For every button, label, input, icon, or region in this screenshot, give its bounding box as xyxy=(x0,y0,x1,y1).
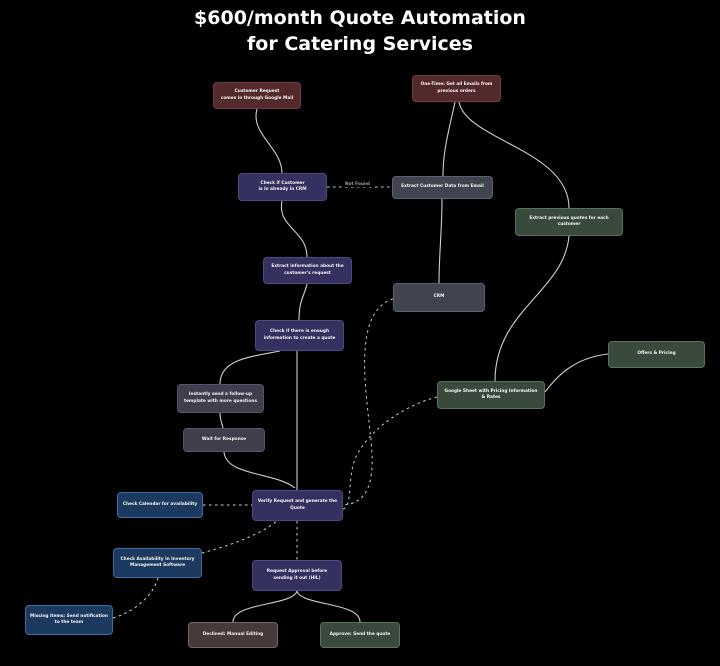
edge-extract-info-to-check-enough xyxy=(298,283,308,321)
edge-instantly-to-wait xyxy=(219,412,224,429)
edge-label-not-found: Not Found xyxy=(343,182,373,187)
edge-request-approval-to-declined xyxy=(232,590,298,623)
node-verify-request[interactable]: Verify Request and generate the Quote xyxy=(252,490,343,521)
node-missing-items[interactable]: Missing items: Send notification to the … xyxy=(25,605,113,635)
diagram-title-line1: $600/month Quote Automation xyxy=(194,7,526,29)
node-check-crm[interactable]: Check if Customer is in already in CRM xyxy=(238,173,327,201)
edge-check-enough-to-instantly xyxy=(219,350,281,385)
node-one-time-emails[interactable]: One-Time: Get all Emails from previous o… xyxy=(412,75,501,102)
node-approve[interactable]: Approve: Send the quote xyxy=(320,622,400,648)
edge-one-time-to-extract-previous-quotes xyxy=(458,101,570,209)
node-extract-info[interactable]: Extract information about the customer's… xyxy=(263,257,352,284)
edge-request-approval-to-approve xyxy=(296,590,361,623)
edge-offers-pricing-to-google-sheet xyxy=(544,353,609,393)
edge-extract-previous-quotes-to-google-sheet xyxy=(494,235,570,382)
node-extract-previous-quotes[interactable]: Extract previous quotes for each custome… xyxy=(515,208,623,236)
edge-check-crm-to-extract-info xyxy=(280,200,308,258)
edge-wait-to-verify xyxy=(223,451,296,489)
node-wait-response[interactable]: Wait for Response xyxy=(183,428,265,452)
node-check-calendar[interactable]: Check Calendar for availability xyxy=(117,492,203,518)
node-request-approval[interactable]: Request Approval before sending it out (… xyxy=(252,560,342,591)
edge-extract-customer-data-to-crm xyxy=(438,198,443,284)
edge-customer-request-to-check-crm xyxy=(255,108,283,174)
diagram-title: $600/month Quote Automation for Catering… xyxy=(0,6,720,57)
node-crm[interactable]: CRM xyxy=(393,283,485,312)
node-instantly-follow-up[interactable]: Instantly send a follow-up template with… xyxy=(177,384,264,413)
node-customer-request[interactable]: Customer Request comes in through Google… xyxy=(213,82,301,109)
edge-check-inventory-to-verify xyxy=(201,520,278,554)
node-declined[interactable]: Declined: Manual Editing xyxy=(188,622,278,648)
node-extract-customer-data[interactable]: Extract Customer Data from Email xyxy=(392,176,493,199)
node-offers-pricing[interactable]: Offers & Pricing xyxy=(608,341,705,368)
diagram-title-line2: for Catering Services xyxy=(247,32,473,55)
edge-google-sheet-to-verify xyxy=(342,396,438,510)
edge-one-time-to-extract-customer-data xyxy=(442,101,456,177)
node-check-inventory[interactable]: Check Availability in Inventory Manageme… xyxy=(113,548,202,578)
edge-check-inventory-to-missing-items xyxy=(112,577,159,619)
edge-crm-to-verify xyxy=(342,298,394,506)
node-check-enough-info[interactable]: Check if there is enough information to … xyxy=(255,320,344,351)
node-google-sheet[interactable]: Google Sheet with Pricing Information & … xyxy=(437,381,545,409)
